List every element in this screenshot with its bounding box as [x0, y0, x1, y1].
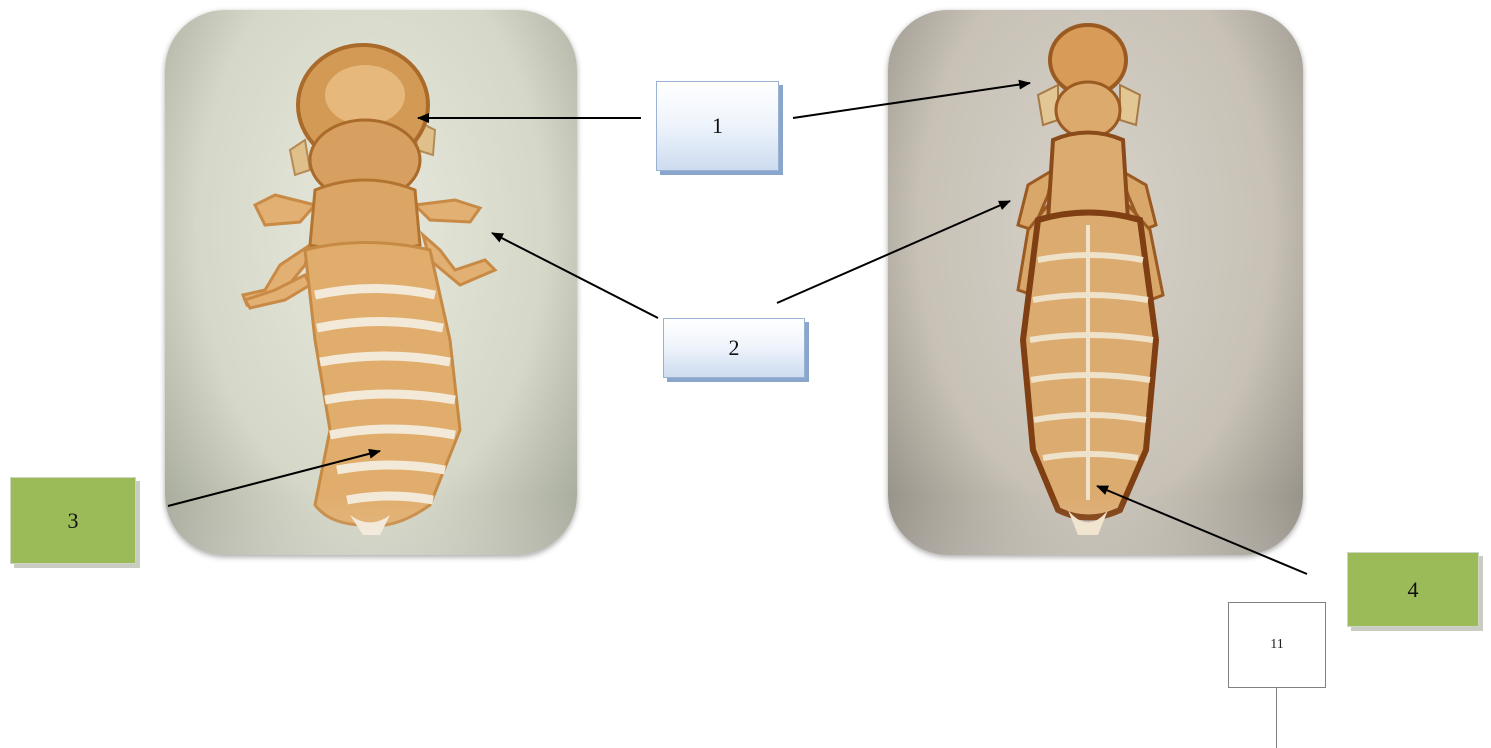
callout-label-4: 4 — [1347, 552, 1479, 627]
page-number-connector — [1276, 687, 1277, 748]
callout-label-2: 2 — [663, 318, 805, 378]
arrow-2-left — [492, 233, 658, 318]
callout-label-1: 1 — [656, 81, 779, 171]
page-number-box: 11 — [1228, 602, 1326, 688]
page-number: 11 — [1270, 637, 1283, 653]
callout-text-1: 1 — [712, 113, 723, 139]
callout-text-2: 2 — [729, 335, 740, 361]
arrow-4 — [1097, 486, 1307, 574]
callout-text-4: 4 — [1408, 577, 1419, 603]
callout-label-3: 3 — [10, 477, 136, 564]
arrow-1-right — [793, 83, 1030, 118]
callout-text-3: 3 — [68, 508, 79, 534]
arrow-2-right — [777, 201, 1010, 303]
arrow-3 — [168, 451, 380, 506]
